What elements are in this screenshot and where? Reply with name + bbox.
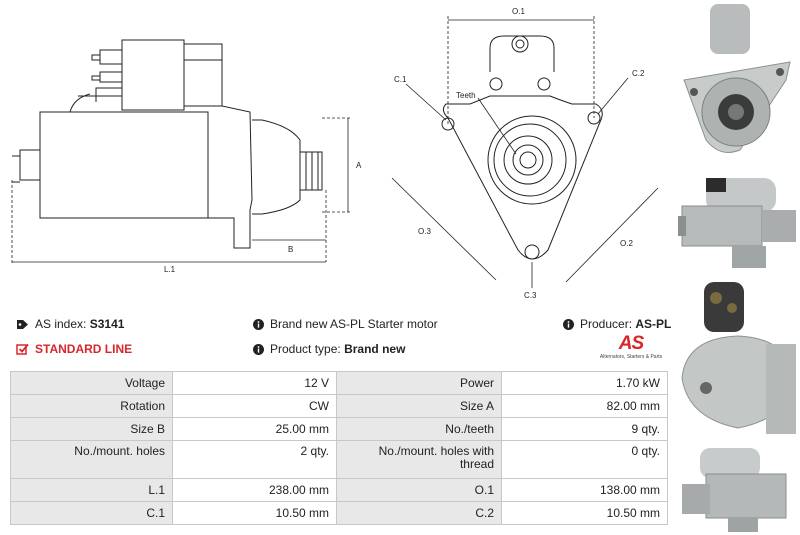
dimension-o2-label: O.2 <box>620 239 633 248</box>
spec-value: 25.00 mm <box>172 417 337 441</box>
product-photo-rear[interactable] <box>676 278 800 440</box>
product-type-label: Product type: <box>270 342 341 356</box>
spec-value: 9 qty. <box>501 417 668 441</box>
spec-value: 138.00 mm <box>501 478 668 502</box>
spec-label: C.2 <box>336 501 502 525</box>
spec-value: 2 qty. <box>172 440 337 479</box>
as-index-row: AS index: S3141 <box>16 317 124 331</box>
spec-label: Power <box>336 371 502 395</box>
spec-label: O.1 <box>336 478 502 502</box>
spec-label: Size A <box>336 394 502 418</box>
side-view-dimensions <box>11 117 352 264</box>
spec-value: 12 V <box>172 371 337 395</box>
dimension-c2-label: C.2 <box>632 69 645 78</box>
side-view-drawing <box>12 39 323 249</box>
table-row: C.1 10.50 mm C.2 10.50 mm <box>10 501 668 525</box>
table-row: No./mount. holes 2 qty. No./mount. holes… <box>10 440 668 479</box>
spec-value: 1.70 kW <box>501 371 668 395</box>
spec-label: Voltage <box>10 371 173 395</box>
teeth-label: Teeth <box>456 91 476 100</box>
producer-value: AS-PL <box>635 317 672 331</box>
dimension-o3-label: O.3 <box>418 227 431 236</box>
front-view-dimensions <box>391 16 659 288</box>
spec-label: No./teeth <box>336 417 502 441</box>
description-text: Brand new AS-PL Starter motor <box>270 317 438 331</box>
product-type-value: Brand new <box>344 342 406 356</box>
spec-value: 10.50 mm <box>172 501 337 525</box>
spec-label: Rotation <box>10 394 173 418</box>
spec-value: 10.50 mm <box>501 501 668 525</box>
as-index-label: AS index: <box>35 317 87 331</box>
technical-drawings: A B L.1 O.1 C.1 C.2 Teeth O.3 O.2 C.3 <box>11 7 659 300</box>
as-pl-logo: AS Alternators, Starters & Parts <box>596 334 666 364</box>
spec-label: L.1 <box>10 478 173 502</box>
dimension-o1-label: O.1 <box>512 7 525 16</box>
spec-value: 0 qty. <box>501 440 668 479</box>
product-photo-front[interactable] <box>680 0 800 170</box>
spec-label: No./mount. holes <box>10 440 173 479</box>
front-view-drawing <box>441 35 603 260</box>
as-pl-logo-tagline: Alternators, Starters & Parts <box>599 354 663 360</box>
spec-label: C.1 <box>10 501 173 525</box>
product-photo-top[interactable] <box>676 444 800 535</box>
table-row: Rotation CW Size A 82.00 mm <box>10 394 668 418</box>
table-row: Size B 25.00 mm No./teeth 9 qty. <box>10 417 668 441</box>
check-badge-icon <box>16 343 29 355</box>
spec-value: 238.00 mm <box>172 478 337 502</box>
spec-value: CW <box>172 394 337 418</box>
info-icon <box>253 343 264 355</box>
table-row: L.1 238.00 mm O.1 138.00 mm <box>10 478 668 502</box>
description-row: Brand new AS-PL Starter motor <box>253 317 438 331</box>
producer-label: Producer: <box>580 317 633 331</box>
producer-row: Producer: AS-PL <box>563 317 671 331</box>
standard-line-text: STANDARD LINE <box>35 342 133 356</box>
standard-line-badge: STANDARD LINE <box>16 342 132 356</box>
dimension-l1-label: L.1 <box>164 265 176 274</box>
table-row: Voltage 12 V Power 1.70 kW <box>10 371 668 395</box>
dimension-c1-label: C.1 <box>394 75 407 84</box>
dimension-b-label: B <box>288 245 293 254</box>
spec-label: No./mount. holes with thread <box>336 440 502 479</box>
product-photo-side[interactable] <box>676 172 800 272</box>
spec-value: 82.00 mm <box>501 394 668 418</box>
specifications-table: Voltage 12 V Power 1.70 kW Rotation CW S… <box>10 371 668 525</box>
as-index-value: S3141 <box>89 317 125 331</box>
as-pl-logo-mark: AS <box>618 333 644 354</box>
dimension-c3-label: C.3 <box>524 291 537 300</box>
product-type-row: Product type: Brand new <box>253 342 405 356</box>
spec-label: Size B <box>10 417 173 441</box>
dimension-a-label: A <box>356 161 362 170</box>
info-icon <box>563 318 574 330</box>
tag-icon <box>16 319 29 330</box>
info-icon <box>253 318 264 330</box>
